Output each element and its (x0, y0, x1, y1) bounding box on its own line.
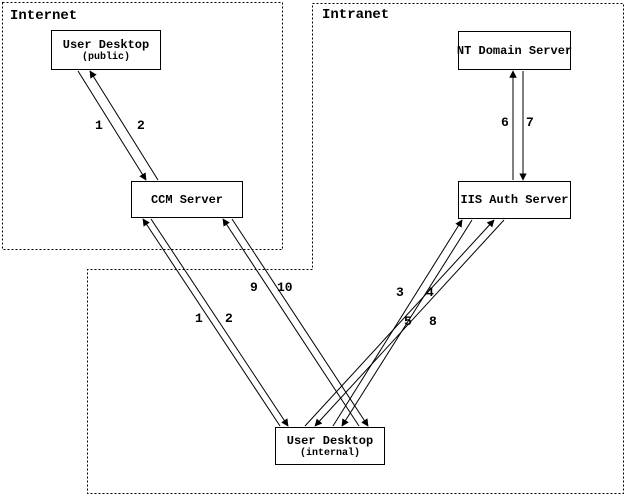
arrow-1-public-desktop-to-ccm (77, 70, 147, 181)
arrow-3-internal-desktop-to-iis (332, 219, 463, 427)
node-subtitle: (public) (81, 51, 130, 63)
edge-label-1-internal: 1 (195, 311, 203, 326)
node-user-desktop-public: User Desktop (public) (51, 30, 161, 70)
node-user-desktop-internal: User Desktop (internal) (275, 427, 385, 465)
zone-label-internet: Internet (10, 8, 78, 24)
edge-label-9: 9 (250, 280, 258, 295)
arrow-9-internal-desktop-to-ccm (222, 218, 360, 427)
edge-label-10: 10 (277, 280, 293, 295)
node-title: User Desktop (62, 37, 150, 52)
edge-label-3: 3 (396, 285, 404, 300)
arrow-8-iis-to-internal-desktop (314, 219, 505, 427)
edge-label-7: 7 (526, 115, 534, 130)
node-ccm-server: CCM Server (131, 181, 243, 218)
edge-label-5: 5 (404, 314, 412, 329)
node-title: NT Domain Server (456, 43, 573, 58)
arrow-10-ccm-to-internal-desktop (231, 218, 369, 427)
node-title: IIS Auth Server (460, 193, 569, 207)
node-nt-domain-server: NT Domain Server (456, 31, 573, 70)
internet-zone-border (2, 2, 283, 250)
arrow-2-ccm-to-internal-desktop (150, 218, 289, 427)
node-title: User Desktop (286, 433, 374, 448)
edge-label-2-internal: 2 (225, 311, 233, 326)
edge-label-8: 8 (429, 314, 437, 329)
edge-label-6: 6 (501, 115, 509, 130)
edge-label-1-public: 1 (95, 118, 103, 133)
node-title: CCM Server (150, 192, 223, 207)
zone-label-intranet: Intranet (322, 7, 390, 23)
node-subtitle: (internal) (299, 447, 360, 459)
edge-label-2-public: 2 (137, 118, 145, 133)
arrow-5-internal-desktop-to-iis (304, 219, 495, 427)
intranet-zone-border (87, 3, 624, 494)
arrow-4-iis-to-internal-desktop (341, 219, 473, 427)
node-iis-auth-server: IIS Auth Server (458, 181, 571, 219)
edge-label-4: 4 (426, 285, 434, 300)
arrow-2-ccm-to-public-desktop (89, 70, 159, 181)
arrow-1-internal-desktop-to-ccm (142, 218, 281, 427)
